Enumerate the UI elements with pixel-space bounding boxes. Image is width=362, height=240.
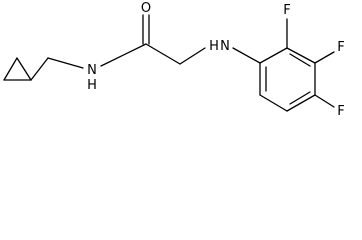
benzene-ring (259, 47, 316, 112)
structure-canvas: N H O H N F F F (3, 1, 345, 119)
oxygen-atom: O (141, 1, 151, 16)
bond-c3-f (314, 51, 335, 64)
bond-ch2-to-nh (47, 57, 84, 69)
fluorine-atom-1: F (283, 3, 290, 18)
carbonyl-double-bond (142, 14, 150, 45)
amine-nh-label: H N (209, 39, 230, 54)
bond-cyclopropyl-right (16, 57, 32, 81)
amine-n-atom: N (220, 39, 230, 54)
bond-carbonyl-to-ch2 (145, 43, 181, 65)
bond-amine-to-ring (232, 47, 261, 64)
amide-nh-label: N H (87, 63, 97, 93)
amine-h-atom: H (209, 39, 219, 54)
molecule-structure: N H O H N F F F (3, 1, 345, 119)
cyclopropyl-ring (3, 57, 32, 81)
amide-h-atom: H (87, 78, 97, 93)
fluorine-atom-2: F (337, 40, 344, 55)
bond-c4-f (314, 94, 335, 108)
bond-ring-to-ch2 (30, 57, 49, 81)
bond-nh-to-carbonyl (100, 43, 147, 67)
amide-n-atom: N (87, 63, 97, 78)
bond-ch2-to-amine (179, 47, 206, 65)
bond-cyclopropyl-left (3, 57, 18, 81)
fluorine-atom-3: F (337, 104, 344, 119)
